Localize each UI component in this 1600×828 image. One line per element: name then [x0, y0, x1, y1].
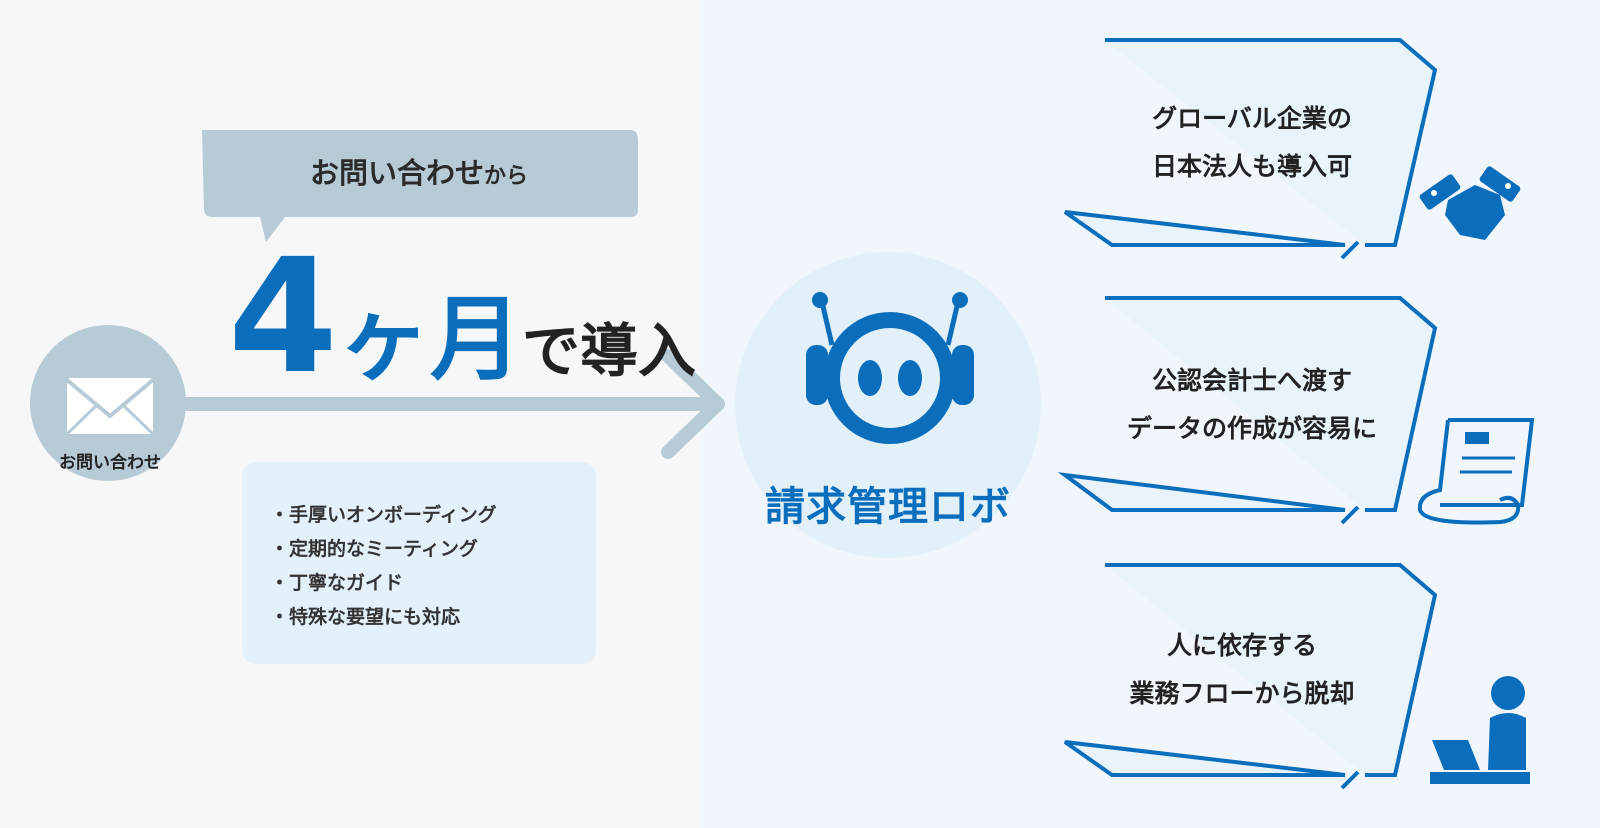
- arrow-line: [180, 397, 710, 411]
- headline: 4ヶ月で導入: [228, 238, 696, 398]
- handshake-icon: [1419, 166, 1521, 240]
- bubble-suffix: から: [484, 164, 529, 189]
- feature-item: 丁寧なガイド: [270, 568, 596, 602]
- callout-line: データの作成が容易に: [1126, 414, 1377, 443]
- contact-label: お問い合わせ: [59, 453, 161, 473]
- feature-item: 特殊な要望にも対応: [270, 602, 596, 636]
- feature-item: 定期的なミーティング: [270, 534, 596, 568]
- headline-rest: で導入: [521, 317, 696, 385]
- callout-line: 公認会計士へ渡す: [1151, 366, 1352, 395]
- headline-unit: ヶ月: [337, 286, 522, 393]
- envelope-icon: [65, 378, 155, 436]
- document-icon: [1417, 418, 1535, 525]
- callout-box-2: [1057, 296, 1438, 512]
- bubble-main: お問い合わせ: [309, 156, 484, 190]
- callout-text-3: 人に依存する業務フローから脱却: [1082, 622, 1402, 718]
- bubble-text: お問い合わせから: [200, 150, 638, 192]
- callout-line: 日本法人も導入可: [1151, 152, 1352, 181]
- speech-bubble: [202, 130, 638, 242]
- callout-tails: [1340, 240, 1360, 790]
- callout-line: 業務フローから脱却: [1129, 679, 1355, 708]
- callout-box-1: [1063, 38, 1438, 247]
- robot-icon: [806, 292, 974, 444]
- callout-text-1: グローバル企業の日本法人も導入可: [1092, 95, 1412, 191]
- callout-line: グローバル企業の: [1152, 104, 1352, 133]
- callout-line: 人に依存する: [1166, 631, 1317, 660]
- headline-number: 4: [228, 225, 338, 409]
- callout-text-2: 公認会計士へ渡すデータの作成が容易に: [1092, 357, 1412, 453]
- product-logo: 請求管理ロボ: [765, 484, 1011, 530]
- feature-item: 手厚いオンボーディング: [270, 500, 596, 534]
- arrow-head: [661, 349, 725, 459]
- person-at-desk-icon: [1430, 676, 1530, 784]
- callout-box-3: [1063, 563, 1438, 777]
- features-list: 手厚いオンボーディング 定期的なミーティング 丁寧なガイド 特殊な要望にも対応: [242, 462, 596, 664]
